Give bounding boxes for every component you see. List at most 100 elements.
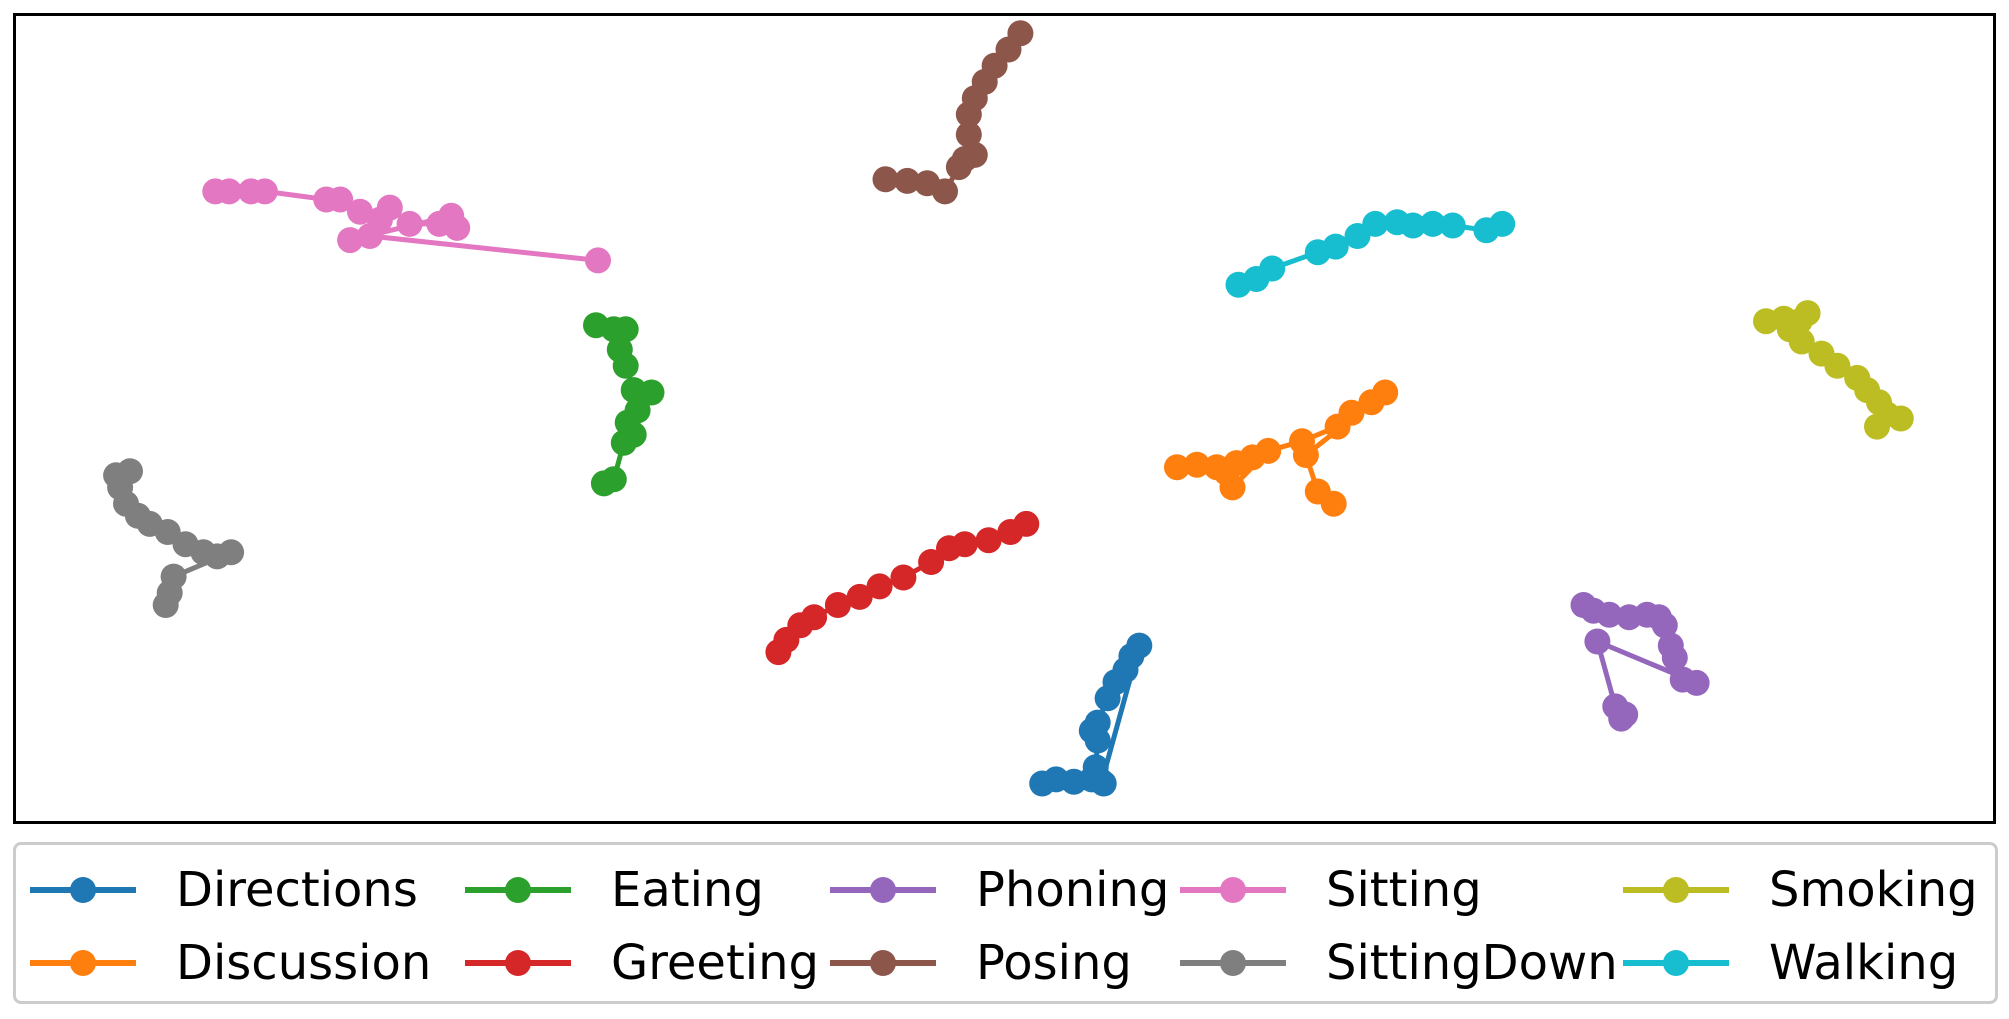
data-point-sitting (585, 247, 611, 274)
legend-marker (870, 950, 896, 976)
data-point-phoning (1651, 612, 1678, 639)
data-point-discussion (1320, 490, 1347, 517)
legend-marker (70, 950, 96, 976)
legend-label: Directions (176, 862, 418, 918)
data-point-sitting (337, 227, 364, 254)
legend-item-directions: Directions (30, 853, 418, 927)
data-point-eating (612, 352, 639, 379)
data-point-walking (1259, 255, 1286, 282)
legend-marker (505, 950, 531, 976)
series-sitting (202, 178, 611, 274)
data-point-smoking (1824, 352, 1851, 379)
legend-label: SittingDown (1326, 935, 1618, 991)
legend-swatch (1623, 926, 1729, 1000)
legend-swatch (30, 853, 136, 927)
legend-marker (505, 877, 531, 903)
data-point-greeting (846, 583, 873, 610)
legend-item-sitting: Sitting (1180, 853, 1482, 927)
data-point-discussion (1219, 474, 1246, 501)
data-point-sitting (356, 223, 383, 249)
data-point-phoning (1683, 669, 1710, 696)
data-point-smoking (1887, 405, 1914, 432)
data-point-walking (1439, 212, 1466, 239)
data-point-phoning (1584, 628, 1611, 655)
series-smoking (1753, 300, 1914, 440)
data-point-greeting (824, 592, 851, 618)
data-point-eating (638, 379, 665, 406)
data-point-sittingdown (218, 539, 245, 566)
data-point-walking (1322, 233, 1349, 260)
legend-item-eating: Eating (465, 853, 764, 927)
data-point-directions (1084, 709, 1111, 736)
data-point-posing (894, 167, 921, 194)
legend-item-posing: Posing (830, 926, 1132, 1000)
legend-marker (1663, 950, 1689, 976)
legend-label: Eating (611, 862, 764, 918)
legend-marker (70, 877, 96, 903)
legend-label: Posing (976, 935, 1132, 991)
data-point-greeting (918, 549, 945, 575)
data-point-posing (961, 141, 988, 168)
legend-item-smoking: Smoking (1623, 853, 1978, 927)
legend-swatch (30, 926, 136, 1000)
legend-label: Greeting (611, 935, 819, 991)
data-point-sitting (216, 178, 243, 205)
legend-swatch (1623, 853, 1729, 927)
series-walking (1225, 209, 1516, 298)
data-point-sitting (347, 198, 373, 225)
data-point-walking (1400, 212, 1426, 239)
data-point-phoning (1596, 601, 1623, 628)
legend-swatch (830, 926, 936, 1000)
data-point-discussion (1372, 379, 1399, 406)
legend-swatch (465, 853, 571, 927)
legend-marker (870, 877, 896, 903)
scatter-plot (103, 20, 1914, 797)
legend-swatch (465, 926, 571, 1000)
legend-swatch (1180, 926, 1286, 1000)
legend-label: Walking (1769, 935, 1959, 991)
data-point-discussion (1164, 454, 1190, 481)
data-point-discussion (1255, 437, 1282, 464)
series-directions (1029, 632, 1153, 797)
series-sittingdown (103, 458, 245, 618)
series-eating (583, 312, 665, 497)
data-point-discussion (1338, 399, 1365, 426)
legend-item-discussion: Discussion (30, 926, 431, 1000)
data-point-posing (1007, 20, 1034, 47)
data-point-posing (955, 121, 982, 148)
legend-item-sittingdown: SittingDown (1180, 926, 1618, 1000)
data-point-smoking (1794, 300, 1821, 327)
legend-item-phoning: Phoning (830, 853, 1169, 927)
data-point-greeting (1013, 510, 1040, 537)
legend-label: Phoning (976, 862, 1170, 918)
data-point-eating (612, 316, 639, 343)
data-point-posing (932, 178, 958, 205)
data-point-smoking (1788, 328, 1815, 355)
legend-label: Discussion (176, 935, 432, 991)
data-point-walking (1362, 210, 1389, 237)
data-point-sitting (396, 210, 423, 237)
data-point-phoning (1661, 644, 1688, 671)
series-phoning (1570, 592, 1710, 732)
data-point-greeting (975, 527, 1002, 554)
legend-label: Smoking (1769, 862, 1978, 918)
data-point-sittingdown (152, 592, 179, 618)
data-point-posing (872, 166, 899, 193)
legend-marker (1220, 877, 1246, 903)
data-point-sitting (376, 194, 403, 221)
data-point-greeting (951, 531, 978, 558)
data-point-walking (1419, 210, 1446, 237)
data-point-sitting (251, 178, 278, 205)
legend-item-walking: Walking (1623, 926, 1958, 1000)
data-point-discussion (1183, 451, 1210, 478)
legend-label: Sitting (1326, 862, 1482, 918)
data-point-phoning (1612, 701, 1639, 728)
data-point-sitting (438, 202, 465, 229)
legend-swatch (830, 853, 936, 927)
series-posing (872, 20, 1034, 205)
legend-item-greeting: Greeting (465, 926, 819, 1000)
data-point-greeting (801, 604, 828, 631)
data-point-sitting (327, 186, 354, 213)
series-greeting (765, 510, 1040, 666)
data-point-eating (610, 429, 637, 456)
